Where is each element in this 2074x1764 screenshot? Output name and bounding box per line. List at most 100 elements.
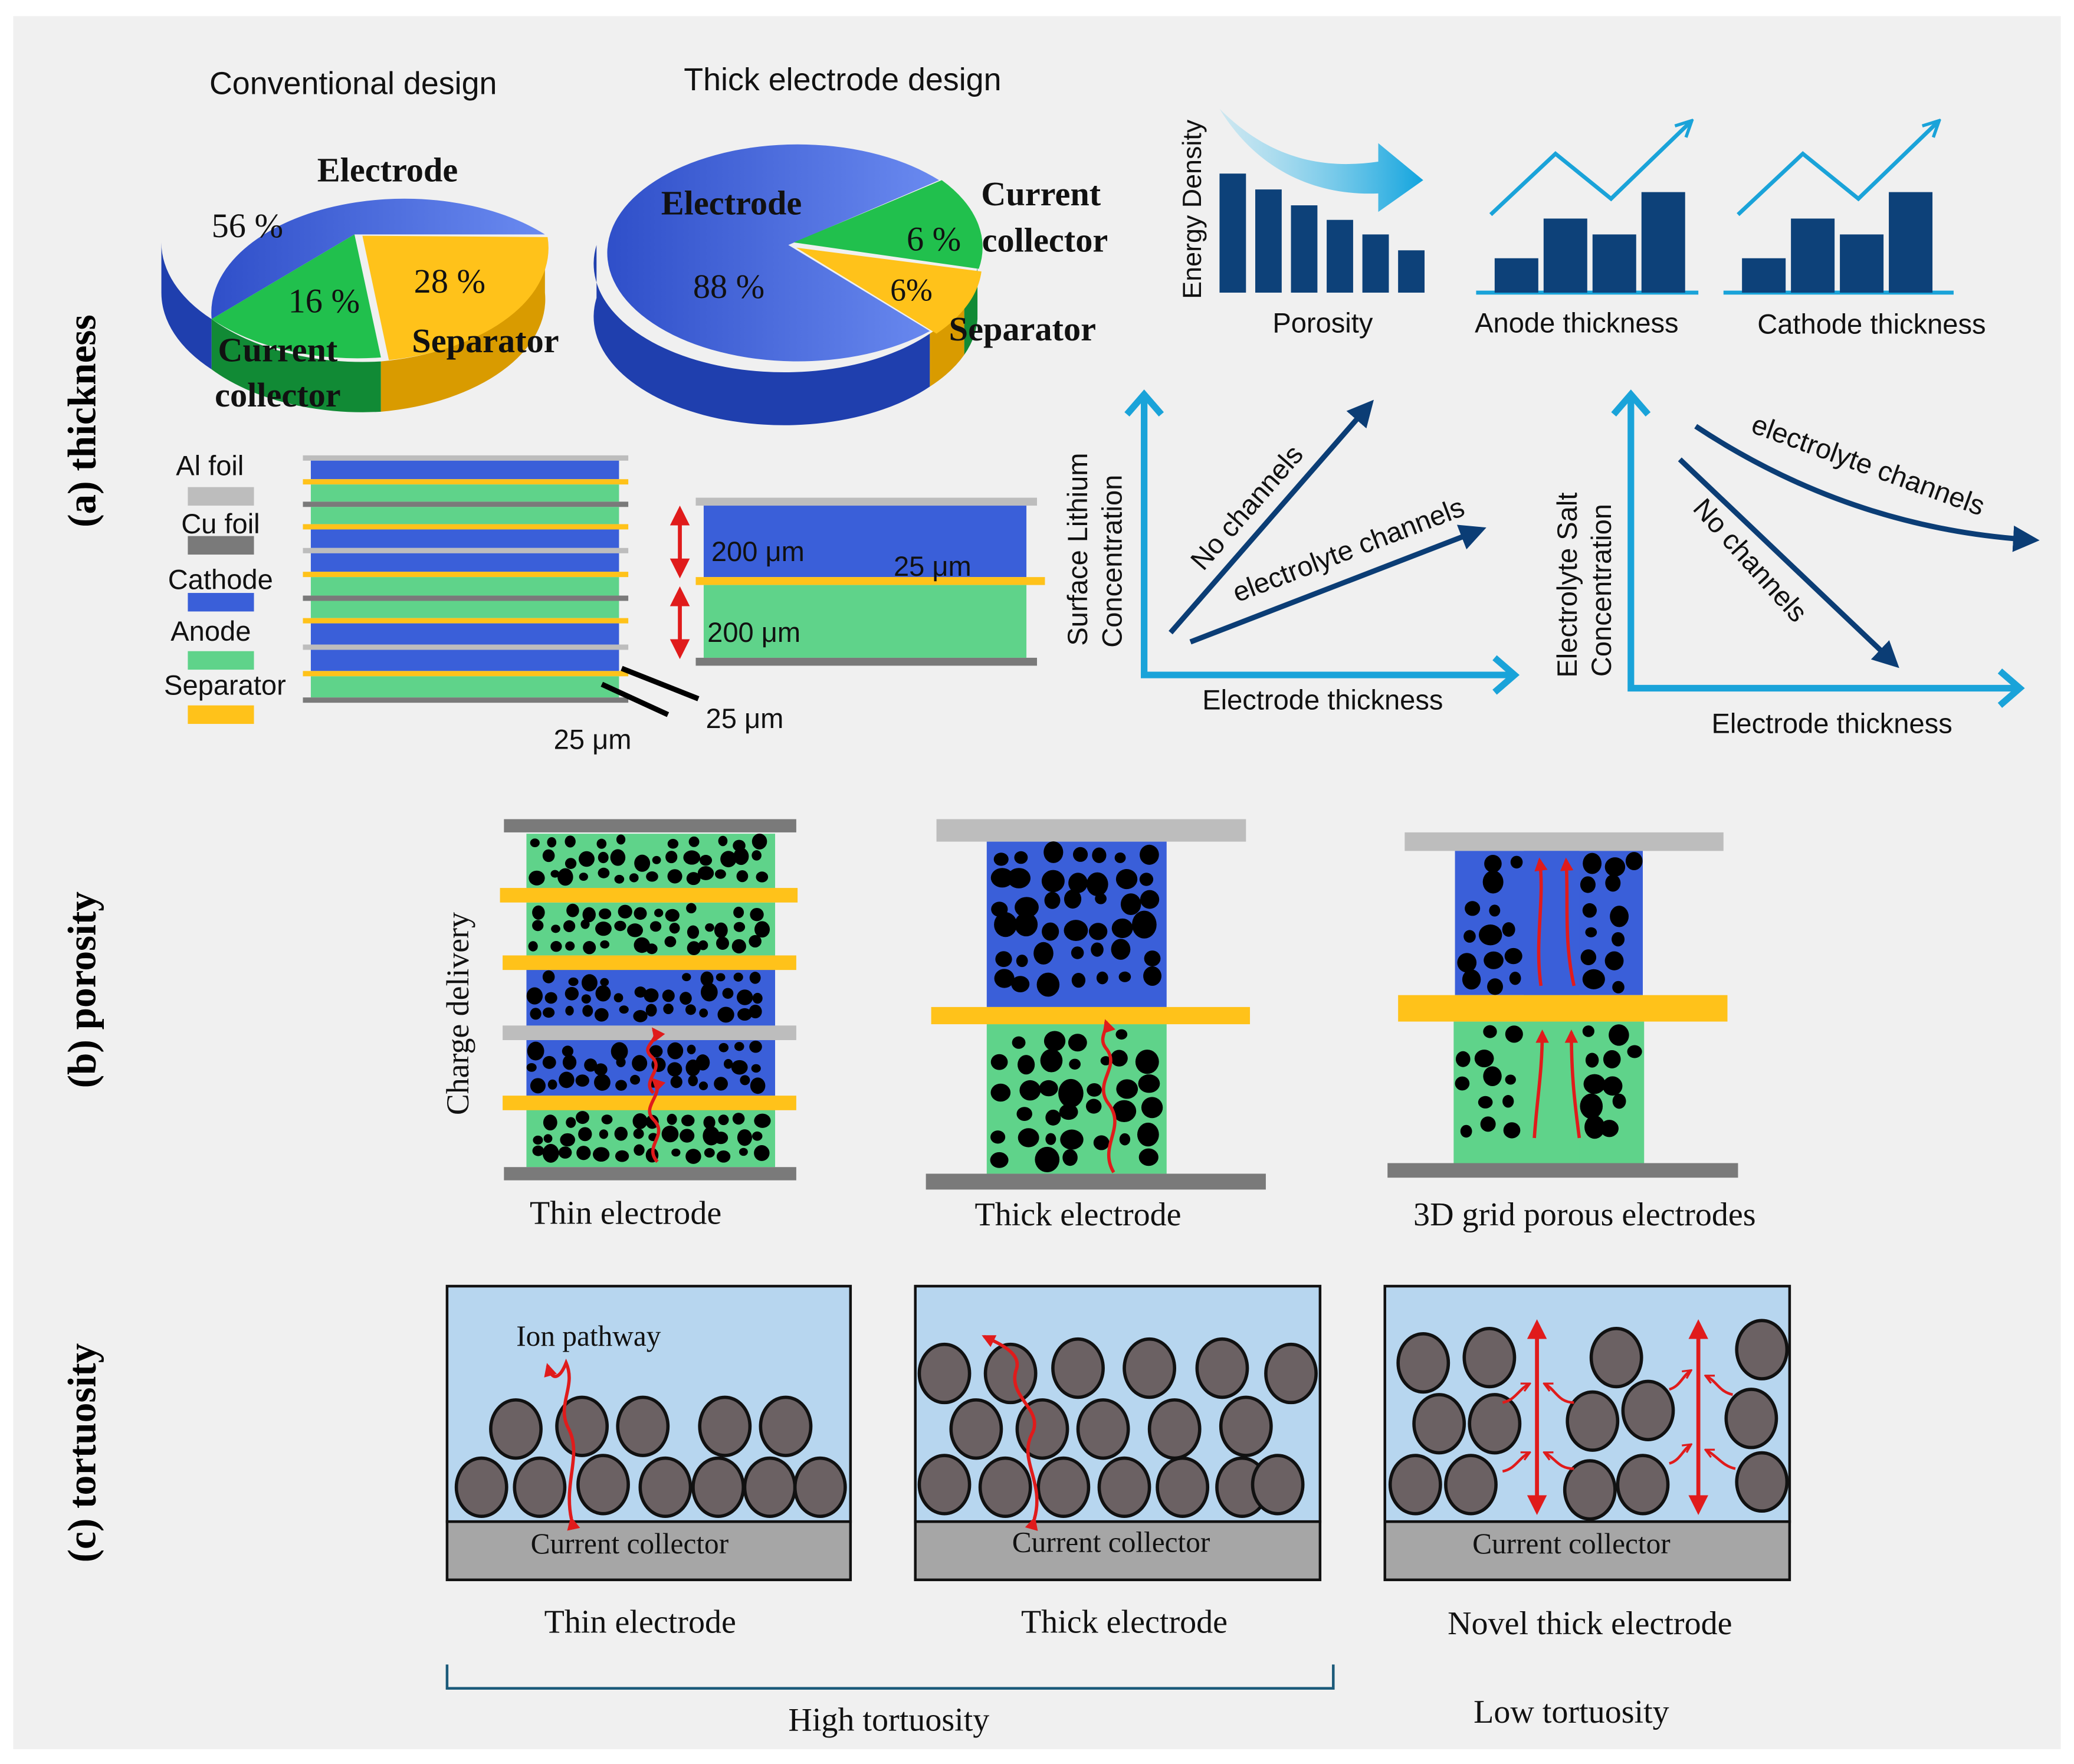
- pore: [551, 924, 560, 933]
- pie-thick-collector-label-2: collector: [982, 221, 1108, 260]
- thick-stack-cathode: [703, 506, 1027, 578]
- tortuosity-novel-collector: [1383, 1520, 1791, 1582]
- thick-stack-dim-separator: 25 μm: [894, 550, 972, 582]
- pore: [560, 1133, 575, 1147]
- pore: [661, 1126, 679, 1143]
- pore: [582, 907, 596, 923]
- porosity-thick-electrode: Thick electrode: [926, 819, 1266, 1233]
- pie-thick-slice-separator: [796, 247, 982, 334]
- pie-conventional-slice-collector: [211, 234, 381, 359]
- pore: [1625, 852, 1643, 871]
- pore: [1580, 1093, 1603, 1119]
- active-particle: [1621, 1379, 1675, 1441]
- graph-salt-ylabel-2: Concentration: [1586, 504, 1617, 677]
- pore: [667, 1113, 677, 1125]
- pore: [716, 936, 729, 950]
- pore: [705, 923, 714, 932]
- graph-surface-x-arrowhead: [1492, 655, 1520, 695]
- pore: [713, 1132, 728, 1145]
- bar: [1362, 234, 1389, 293]
- thin-stack-anode: [310, 676, 619, 698]
- mini-chart-porosity-bars: [1219, 173, 1425, 293]
- thin-stack-cathode: [310, 460, 619, 480]
- pie-thick: Thick electrode design Electrode 88 % 6 …: [593, 62, 1108, 425]
- mini-chart-anode-xlabel: Anode thickness: [1475, 307, 1678, 338]
- active-particle: [1015, 1398, 1069, 1460]
- pore: [615, 1080, 627, 1091]
- pore: [662, 989, 675, 1002]
- pore: [699, 1008, 708, 1018]
- bar: [1592, 234, 1636, 293]
- pore: [646, 871, 658, 882]
- pore: [995, 951, 1012, 968]
- grid-ion-arrow: [1560, 857, 1576, 986]
- pie-thick-separator-label: Separator: [949, 310, 1096, 348]
- pore: [695, 1054, 710, 1071]
- bar: [1742, 258, 1786, 293]
- active-particle: [1566, 1390, 1620, 1452]
- active-particle: [1076, 1398, 1130, 1460]
- pie-conventional-side-separator: [380, 242, 546, 412]
- active-particle: [1147, 1398, 1202, 1460]
- pore: [542, 849, 555, 863]
- active-particle: [1097, 1456, 1151, 1519]
- pore: [1114, 852, 1126, 863]
- pore: [634, 854, 651, 872]
- pore: [542, 1055, 556, 1069]
- porosity-3d-grid-electrode: 3D grid porous electrodes: [1387, 832, 1756, 1233]
- pore: [752, 992, 763, 1004]
- graph-salt-axes: [1627, 397, 2020, 692]
- pie-conventional-slice-electrode: [211, 198, 545, 319]
- pore: [1465, 901, 1481, 916]
- pore: [547, 837, 557, 848]
- pore: [754, 1145, 770, 1161]
- pore: [1118, 971, 1131, 982]
- pore: [649, 1045, 663, 1058]
- mini-chart-anode: Anode thickness: [1475, 122, 1699, 338]
- pore: [688, 1075, 698, 1087]
- pore: [565, 835, 576, 848]
- pie-thick-collector-pct: 6 %: [907, 219, 961, 258]
- graph-surface-axes: [1141, 397, 1515, 678]
- active-particle: [743, 1456, 797, 1519]
- pore: [598, 851, 609, 864]
- legend-cu-foil-swatch: [188, 536, 254, 555]
- pore: [751, 1064, 761, 1073]
- pie-thick-separator-pct: 6%: [890, 272, 933, 307]
- pie-conventional-electrode-label: Electrode: [317, 151, 458, 189]
- pore: [703, 1116, 716, 1129]
- active-particle: [1468, 1393, 1522, 1455]
- bar: [1398, 250, 1425, 293]
- pie-thick-side-separator: [930, 301, 964, 387]
- pore: [600, 978, 609, 986]
- thin-stack-cathode: [310, 650, 619, 671]
- active-particle: [1156, 1456, 1210, 1519]
- tortuosity-thick-collector: [914, 1520, 1322, 1582]
- thick-stack-anode: [703, 585, 1027, 658]
- pore: [1088, 923, 1108, 940]
- graph-surface-line-no-channels: [1169, 399, 1374, 635]
- pore: [565, 941, 575, 951]
- grid-porous-pores: [1455, 852, 1643, 1139]
- thick-stack-separator: [695, 577, 1045, 585]
- pore: [749, 1004, 762, 1019]
- pore: [1045, 1109, 1061, 1126]
- pore: [700, 983, 718, 1002]
- pore: [563, 920, 576, 932]
- graph-salt-x-arrowhead: [1997, 668, 2025, 708]
- pore: [649, 921, 662, 932]
- thin-stack-separator: [303, 524, 629, 530]
- pore: [1582, 969, 1605, 989]
- thin-stack-al-foil: [303, 644, 629, 650]
- pore: [685, 1004, 696, 1015]
- pore: [544, 992, 557, 1004]
- grid-porous-separator: [1398, 995, 1728, 1022]
- pore: [754, 921, 770, 938]
- pore: [1141, 1097, 1163, 1119]
- legend-al-foil-swatch: [188, 487, 254, 506]
- high-tortuosity-label: High tortuosity: [788, 1701, 989, 1738]
- bar: [1291, 205, 1318, 293]
- pie-thick-side-electrode: [593, 245, 930, 425]
- grid-ion-arrow: [1564, 1029, 1581, 1139]
